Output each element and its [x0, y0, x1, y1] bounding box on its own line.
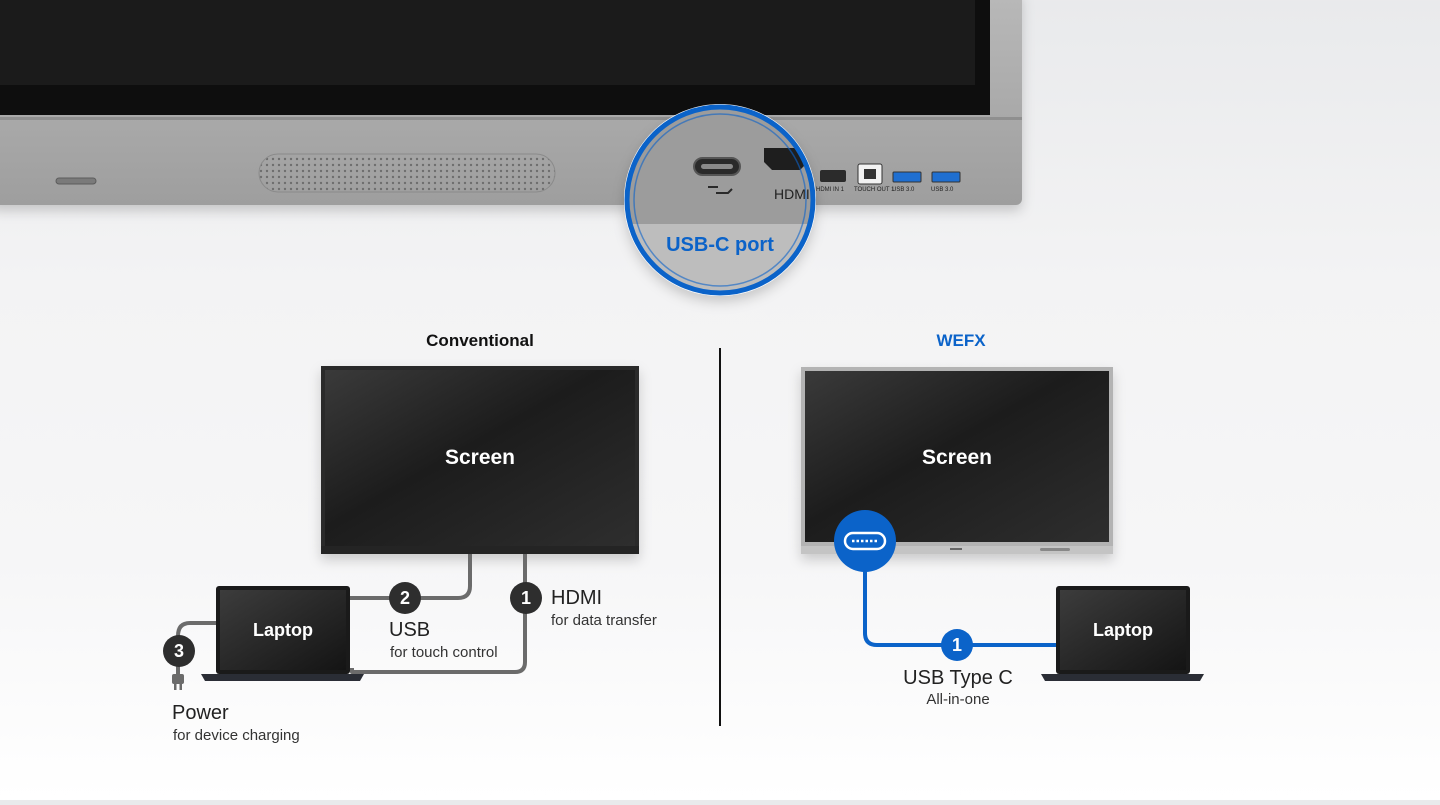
- badge-1-hdmi: [510, 582, 542, 614]
- usb-c-symbol-icon: [708, 186, 733, 194]
- conventional-screen: [321, 366, 639, 554]
- wefx-cable: [863, 560, 1057, 647]
- badge-2: [389, 582, 421, 614]
- wefx-usb-c-connector: [834, 510, 896, 572]
- wefx-screen-label: Screen: [921, 446, 993, 469]
- usb-c-connector-icon: [843, 531, 887, 551]
- hdmi-cable: [350, 554, 527, 674]
- hdmi-port-large-icon: [764, 148, 808, 170]
- wefx-laptop-label: Laptop: [1093, 620, 1153, 640]
- usb-cable: [350, 554, 472, 600]
- power-description: for device charging: [173, 727, 300, 744]
- port-row: [820, 163, 961, 185]
- conventional-title: Conventional: [426, 331, 534, 350]
- wefx-laptop: [1041, 586, 1204, 681]
- usb-a-port-icon: [892, 171, 922, 183]
- badge-number-1: 1: [520, 588, 531, 608]
- port-label-hdmi-in: HDMI IN 1: [816, 187, 845, 193]
- usb-type-c-label: USB Type C: [903, 667, 1013, 689]
- wefx-badge-number: 1: [951, 635, 962, 655]
- wefx-badge-1: [941, 629, 973, 661]
- badge-number-3: 3: [173, 641, 184, 661]
- conventional-screen-label: Screen: [444, 446, 516, 469]
- badge-3: [163, 635, 195, 667]
- port-label-touch-out: TOUCH OUT 1: [854, 187, 895, 193]
- usb-label: USB: [389, 619, 431, 641]
- power-plug-icon: [172, 674, 184, 690]
- top-display-screen-inner: [0, 0, 975, 85]
- power-label: Power: [172, 702, 229, 724]
- hdmi-port-icon: [820, 170, 846, 182]
- speaker-grill-icon: [258, 153, 556, 193]
- badge-number-2: 2: [399, 588, 410, 608]
- top-display-divider: [0, 117, 1022, 120]
- conventional-laptop: [201, 586, 364, 681]
- port-label-hdmi: HDMI: [774, 186, 810, 202]
- conventional-laptop-label: Laptop: [253, 620, 313, 640]
- port-label-usb-2: USB 3.0: [931, 187, 954, 193]
- wefx-title: WEFX: [936, 331, 986, 350]
- pen-slot-icon: [55, 177, 97, 185]
- usb-type-c-description: All-in-one: [926, 691, 990, 708]
- port-label-usb-1: USB 3.0: [892, 187, 915, 193]
- usb-description: for touch control: [390, 644, 498, 661]
- usb-a-port-icon: [931, 171, 961, 183]
- hdmi-label: HDMI: [551, 587, 603, 609]
- usb-c-callout-label: USB-C port: [666, 234, 774, 256]
- hdmi-description: for data transfer: [551, 612, 657, 629]
